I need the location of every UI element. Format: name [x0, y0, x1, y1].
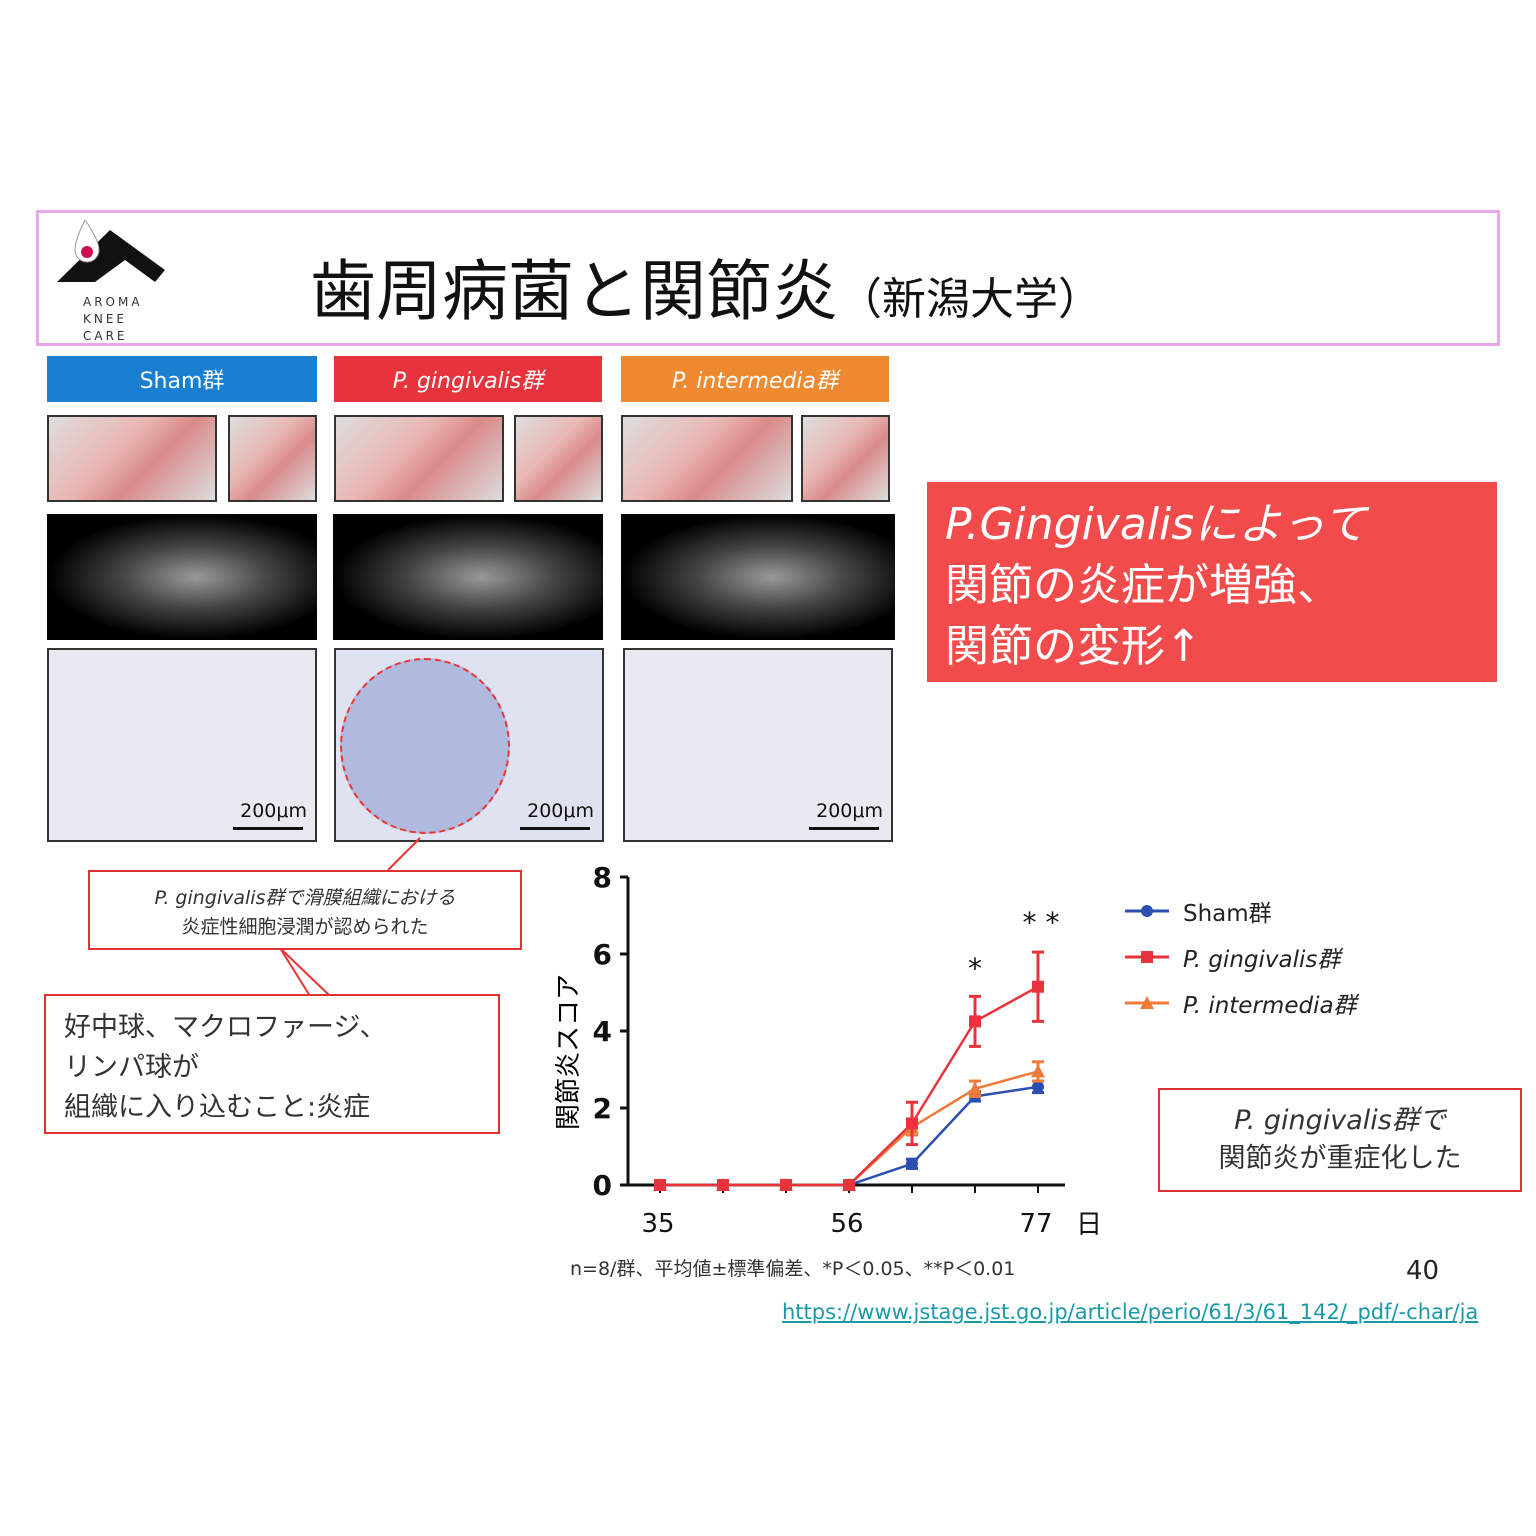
y-tick-label: 0 — [593, 1169, 612, 1202]
scale-label: 200μm — [240, 800, 307, 822]
legend-item-sham: Sham群 — [1125, 888, 1357, 934]
data-point — [780, 1179, 792, 1191]
y-tick-label: 4 — [593, 1015, 612, 1048]
data-point — [1032, 1080, 1044, 1093]
data-point — [843, 1179, 855, 1191]
scale-label: 200μm — [816, 800, 883, 822]
logo-mountain-icon — [57, 219, 165, 282]
xray-image — [621, 514, 895, 640]
paw-photo-side — [334, 415, 504, 502]
scale-bar — [520, 827, 590, 830]
x-tick-label: 35 — [641, 1209, 674, 1239]
xray-image — [333, 514, 603, 640]
y-tick-label: 2 — [593, 1092, 612, 1125]
source-link[interactable]: https://www.jstage.jst.go.jp/article/per… — [782, 1300, 1479, 1324]
callout-synovial: P. gingivalis群で滑膜組織における 炎症性細胞浸潤が認められた — [88, 870, 522, 950]
data-point — [1031, 1064, 1045, 1078]
data-point — [968, 1081, 982, 1095]
y-tick-label: 8 — [593, 861, 612, 894]
group-header-sham: Sham群 — [47, 356, 317, 402]
xray-image — [47, 514, 317, 640]
histology-image: 200μm — [623, 648, 893, 842]
data-point — [969, 1015, 981, 1028]
paw-photo-side — [621, 415, 793, 502]
significance-marker: * * — [1023, 906, 1060, 939]
paw-photo-top — [801, 415, 890, 502]
data-point — [906, 1117, 918, 1130]
legend-square-icon — [1125, 951, 1169, 963]
logo-text: KNEE — [83, 312, 128, 326]
histology-image: 200μm — [47, 648, 317, 842]
x-tick-label: 56 — [830, 1209, 863, 1239]
conclusion-box: P. gingivalis群で 関節炎が重症化した — [1158, 1088, 1522, 1192]
page-title: 歯周病菌と関節炎（新潟大学） — [310, 253, 1102, 330]
data-point — [1032, 980, 1044, 993]
legend-item-pi: P. intermedia群 — [1125, 980, 1357, 1026]
paw-photo-top — [228, 415, 317, 502]
series-line — [660, 1070, 1039, 1187]
y-axis-label: 関節炎スコア — [554, 973, 584, 1130]
x-tick-label: 77 — [1019, 1209, 1052, 1239]
title-box — [36, 210, 1500, 346]
significance-marker: * — [968, 952, 982, 985]
data-point — [654, 1179, 666, 1191]
histology-image: 200μm — [334, 648, 604, 842]
scale-bar — [233, 827, 303, 830]
legend-item-pg: P. gingivalis群 — [1125, 934, 1357, 980]
legend-circle-icon — [1125, 905, 1169, 917]
logo-text: CARE — [83, 329, 128, 343]
main-message: P.Gingivalisによって 関節の炎症が増強、 関節の変形↑ — [927, 482, 1497, 682]
scale-bar — [809, 827, 879, 830]
footnote: n=8/群、平均値±標準偏差、*P＜0.05、**P＜0.01 — [570, 1258, 1016, 1280]
group-header-pi: P. intermedia群 — [621, 356, 889, 402]
legend-triangle-icon — [1125, 996, 1169, 1009]
chart-legend: Sham群 P. gingivalis群 P. intermedia群 — [1125, 888, 1357, 1026]
paw-photo-side — [47, 415, 217, 502]
data-point — [717, 1179, 729, 1191]
callout-inflammation: 好中球、マクロファージ、リンパ球が組織に入り込むこと:炎症 — [44, 994, 500, 1134]
y-tick-label: 6 — [593, 938, 612, 971]
data-point — [906, 1157, 918, 1170]
group-header-pg: P. gingivalis群 — [334, 356, 602, 402]
x-axis-label: 日 — [1076, 1210, 1103, 1240]
title-affiliation: （新潟大学） — [838, 274, 1102, 325]
scale-label: 200μm — [527, 800, 594, 822]
paw-photo-top — [514, 415, 603, 502]
logo-text: AROMA — [83, 295, 143, 309]
series-line — [660, 1085, 1039, 1187]
logo: AROMA KNEE CARE — [55, 219, 170, 345]
highlight-circle — [340, 658, 510, 834]
page-number: 40 — [1406, 1256, 1440, 1286]
